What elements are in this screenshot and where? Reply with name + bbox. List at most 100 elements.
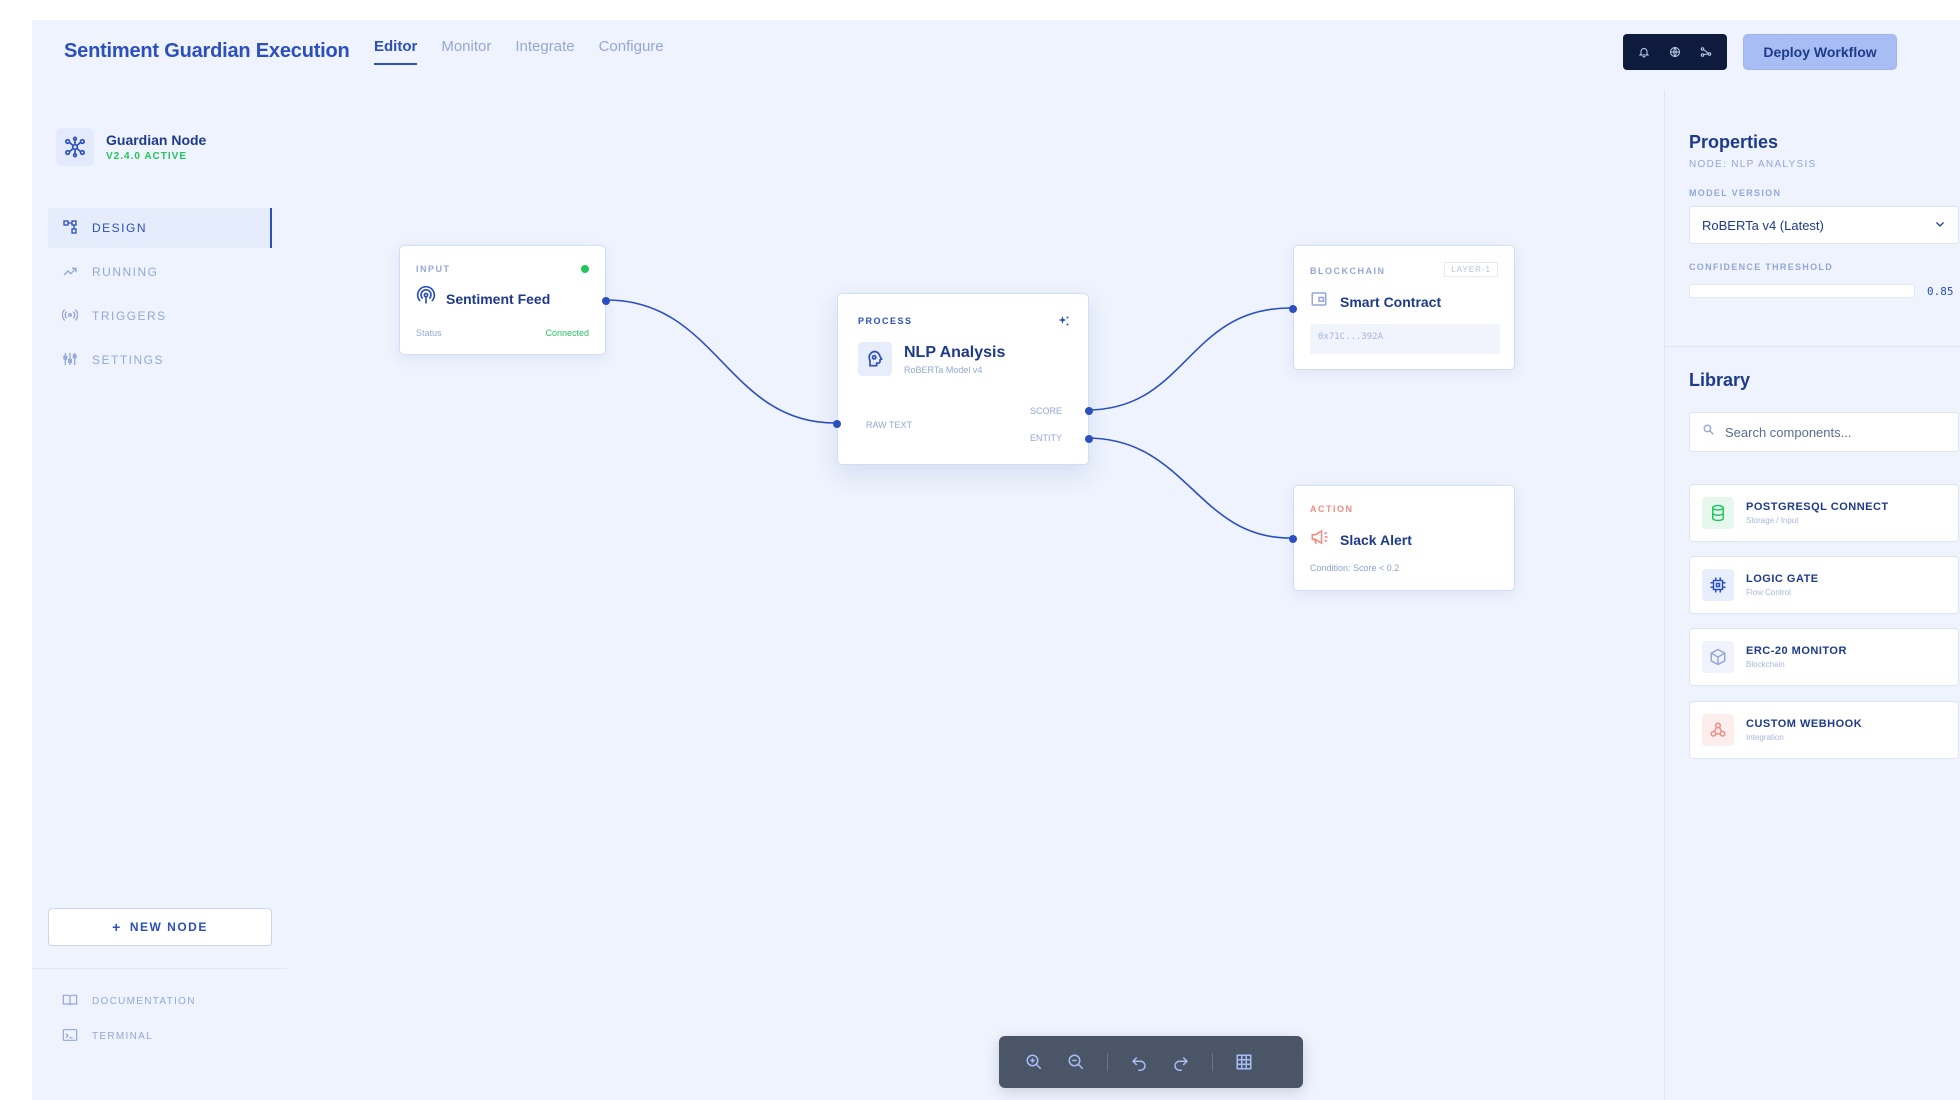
model-version-select[interactable]: RoBERTa v4 (Latest) [1689,206,1959,244]
library-item-erc20-monitor[interactable]: ERC-20 MONITOR Blockchain [1689,628,1959,686]
webhook-icon [1702,714,1734,746]
library-item-custom-webhook[interactable]: CUSTOM WEBHOOK Integration [1689,701,1959,759]
toolbar-divider [1212,1053,1213,1071]
tab-editor[interactable]: Editor [374,38,418,65]
new-node-label: NEW NODE [129,920,208,934]
node-title: Smart Contract [1340,293,1442,310]
network-icon [56,128,94,166]
triggers-icon [61,307,79,326]
connection-wires [606,299,1291,539]
output-port-score[interactable] [1085,407,1093,415]
wire-score-to-contract [1086,307,1291,411]
database-icon [1702,497,1734,529]
library-item-category: Blockchain [1746,660,1785,669]
sparkle-icon[interactable] [1058,314,1070,332]
port-label-entity: ENTITY [1029,433,1062,443]
output-port-entity[interactable] [1085,435,1093,443]
documentation-link[interactable]: DOCUMENTATION [62,993,196,1010]
sidebar-item-design[interactable]: DESIGN [48,208,272,248]
sidebar-item-running[interactable]: RUNNING [48,252,272,292]
panel-divider [1665,346,1960,347]
node-sentiment-feed[interactable]: INPUT Sentiment Feed Status Connected [399,245,610,355]
globe-icon[interactable] [1664,41,1686,63]
input-port[interactable] [1289,305,1297,313]
canvas-toolbar [999,1036,1303,1088]
library-item-name: POSTGRESQL CONNECT [1746,501,1889,513]
node-subtitle: RoBERTa Model v4 [904,364,983,375]
layer-badge: LAYER-1 [1444,262,1498,277]
megaphone-icon [1310,528,1330,551]
model-version-value: RoBERTa v4 (Latest) [1702,217,1824,233]
node-info: Guardian Node V2.4.0 ACTIVE [56,128,206,166]
wire-sentiment-to-nlp [606,299,836,424]
workflow-canvas[interactable]: INPUT Sentiment Feed Status Connected PR… [287,90,1664,1100]
sidebar-item-triggers[interactable]: TRIGGERS [48,296,272,336]
running-icon [62,263,78,282]
sidebar-item-label: SETTINGS [92,353,165,367]
book-icon [62,993,78,1010]
grid-icon[interactable] [1229,1047,1259,1077]
share-icon[interactable] [1695,41,1717,63]
top-header: Sentiment Guardian Execution Editor Moni… [32,20,1960,90]
app-title: Sentiment Guardian Execution [64,40,350,62]
chevron-down-icon [1934,218,1946,233]
zoom-in-icon[interactable] [1019,1047,1049,1077]
contract-address: 0x71C...392A [1310,324,1500,354]
tab-configure[interactable]: Configure [598,38,664,55]
library-item-name: LOGIC GATE [1746,573,1819,585]
status-dot [581,265,589,273]
port-label-score: SCORE [1029,406,1062,416]
design-icon [62,219,78,238]
right-panel: Properties NODE: NLP ANALYSIS MODEL VERS… [1664,90,1960,1100]
sidebar-divider [32,968,287,969]
terminal-label: TERMINAL [92,1031,153,1042]
sidebar-item-settings[interactable]: SETTINGS [48,340,272,380]
cube-icon [1702,641,1734,673]
documentation-label: DOCUMENTATION [92,996,196,1007]
library-item-logic-gate[interactable]: LOGIC GATE Flow Control [1689,556,1959,614]
tab-integrate[interactable]: Integrate [515,38,575,55]
node-title: NLP Analysis [904,343,1006,361]
terminal-link[interactable]: TERMINAL [62,1028,153,1045]
plus-icon: + [112,919,122,935]
brain-icon [858,342,892,376]
node-smart-contract[interactable]: BLOCKCHAIN LAYER-1 Smart Contract 0x71C.… [1289,245,1515,370]
port-label-raw-text: RAW TEXT [866,420,913,430]
node-name: Guardian Node [106,132,207,148]
library-item-category: Storage / Input [1746,516,1799,525]
bell-icon[interactable] [1633,41,1655,63]
zoom-out-icon[interactable] [1061,1047,1091,1077]
alert-condition: Condition: Score < 0.2 [1310,563,1400,573]
input-port[interactable] [1289,535,1297,543]
toolbar-divider [1107,1053,1108,1071]
output-port[interactable] [602,297,610,305]
library-item-postgresql[interactable]: POSTGRESQL CONNECT Storage / Input [1689,484,1959,542]
deploy-workflow-button[interactable]: Deploy Workflow [1743,34,1897,70]
tab-monitor[interactable]: Monitor [441,38,492,55]
node-title: Slack Alert [1340,531,1412,548]
search-icon [1702,423,1715,441]
library-search[interactable] [1689,412,1959,452]
node-slack-alert[interactable]: ACTION Slack Alert Condition: Score < 0.… [1289,485,1515,591]
settings-icon [62,351,78,370]
wallet-icon [1310,290,1328,313]
confidence-value: 0.85 [1927,285,1954,298]
sidebar-nav: DESIGN RUNNING TRIGGERS SETTINGS [48,208,272,384]
main-tabs: Editor Monitor Integrate Configure [374,38,664,65]
model-version-label: MODEL VERSION [1689,188,1782,198]
sidebar-item-label: RUNNING [92,265,159,279]
redo-icon[interactable] [1166,1047,1196,1077]
header-icon-group [1623,34,1727,70]
search-input[interactable] [1725,424,1945,440]
node-nlp-analysis[interactable]: PROCESS NLP Analysis RoBERTa Model v4 SC… [833,293,1093,465]
confidence-slider[interactable] [1689,284,1915,298]
signal-icon [416,285,436,311]
sidebar-item-label: DESIGN [92,221,148,235]
input-port[interactable] [833,420,841,428]
new-node-button[interactable]: + NEW NODE [48,908,272,946]
properties-title: Properties [1689,132,1779,152]
status-value: Connected [545,328,589,338]
undo-icon[interactable] [1124,1047,1154,1077]
properties-subtitle: NODE: NLP ANALYSIS [1689,159,1817,170]
node-title: Sentiment Feed [446,290,551,307]
